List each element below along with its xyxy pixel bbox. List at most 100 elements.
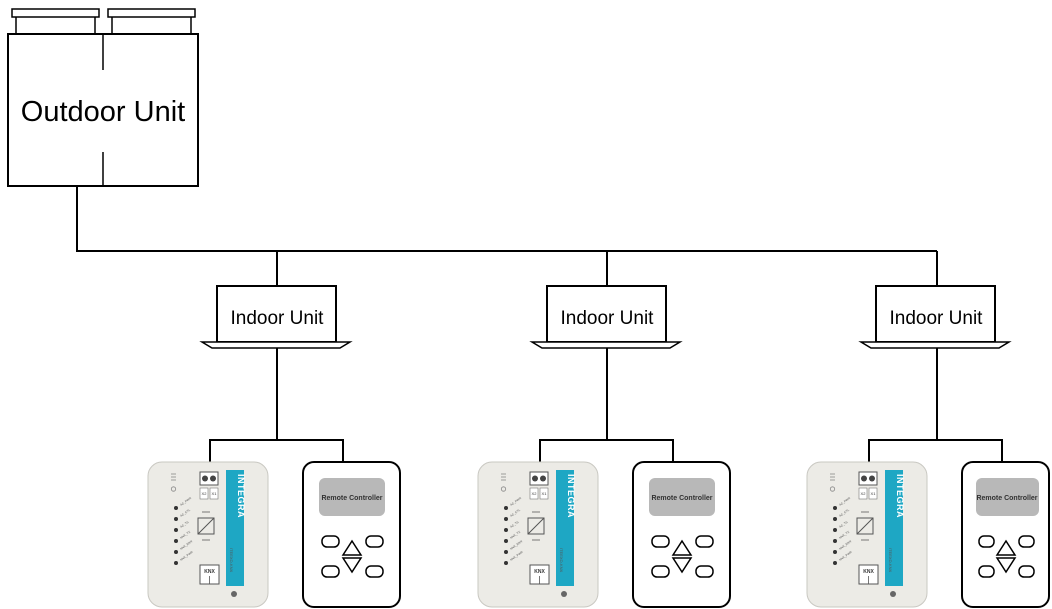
led-label: AC_TS	[179, 520, 189, 529]
indoor-unit: Indoor Unit	[199, 285, 353, 349]
terminal-screw-2	[869, 475, 875, 482]
knx-label: KNX	[204, 569, 215, 575]
outdoor-unit-fan-left	[11, 8, 100, 18]
gateway-model: ITEEXO-KNX	[888, 548, 893, 573]
terminal-label-box-1	[529, 487, 539, 500]
terminal-label-2: X1	[871, 491, 877, 496]
terminal-screw-1	[861, 475, 867, 482]
indoor-unit-label: Indoor Unit	[231, 308, 325, 329]
remote-button-bottom-left	[321, 565, 340, 578]
indoor-group-1: Indoor Unit X2 X1 INTEGRA ITEEXO-KNX	[147, 285, 401, 608]
terminal-label-1: X2	[202, 491, 208, 496]
led	[504, 528, 508, 532]
gateway-terminal	[529, 471, 549, 486]
led	[833, 539, 837, 543]
gateway-brand: INTEGRA	[236, 474, 246, 518]
remote-up-arrow-icon	[341, 539, 363, 556]
led-label: AC_PWR	[509, 496, 522, 507]
knx-label: KNX	[863, 569, 874, 575]
led-label: KNX_TX	[179, 530, 191, 540]
remote-button-top-right	[1018, 535, 1035, 548]
remote-label: Remote Controller	[976, 495, 1037, 502]
device-branch-line	[209, 439, 344, 462]
indoor-unit: Indoor Unit	[529, 285, 683, 349]
remote-button-top-left	[651, 535, 670, 548]
led	[504, 539, 508, 543]
remote-button-top-right	[365, 535, 384, 548]
remote-controller: Remote Controller	[632, 461, 731, 608]
remote-button-bottom-right	[695, 565, 714, 578]
led-label: AC_CTL	[179, 508, 191, 518]
remote-down-arrow-icon	[995, 557, 1017, 574]
led	[504, 517, 508, 521]
refrigerant-bus	[76, 186, 938, 286]
indoor-unit-label: Indoor Unit	[561, 308, 655, 329]
led	[174, 506, 178, 510]
remote-button-bottom-right	[365, 565, 384, 578]
led-label: AC_PWR	[838, 496, 851, 507]
remote-down-arrow-icon	[341, 557, 363, 574]
gateway-accent-stripe	[226, 470, 244, 586]
outdoor-unit-fan-left-neck	[15, 17, 96, 35]
knx-gateway: X2 X1 INTEGRA ITEEXO-KNX AC_PWR AC_CTL A…	[147, 461, 269, 608]
indoor-group-2: Indoor Unit X2 X1 INTEGRA ITEEXO-KNX	[477, 285, 731, 608]
gateway-model: ITEEXO-KNX	[229, 548, 234, 573]
gateway-symbol-diagonal	[197, 517, 215, 535]
outdoor-unit-fan-right-neck	[111, 17, 192, 35]
remote-up-arrow-icon	[995, 539, 1017, 556]
terminal-label-2: X1	[542, 491, 548, 496]
remote-button-top-left	[321, 535, 340, 548]
outdoor-unit-label: Outdoor Unit	[21, 96, 185, 128]
gateway-side-marks	[500, 473, 507, 492]
remote-up-arrow-icon	[671, 539, 693, 556]
led	[833, 517, 837, 521]
remote-label: Remote Controller	[321, 495, 382, 502]
led-label: KNX_ERR	[179, 539, 194, 551]
indoor-wiring	[868, 348, 1003, 462]
gateway-side-marks	[829, 473, 836, 492]
indoor-wiring	[539, 348, 674, 462]
led-label: AC_CTL	[509, 508, 521, 518]
remote-button-bottom-left	[651, 565, 670, 578]
device-branch-line	[539, 439, 674, 462]
gateway-terminal	[199, 471, 219, 486]
terminal-label-box-2	[539, 487, 549, 500]
gateway-terminal	[858, 471, 878, 486]
indoor-unit-base	[199, 341, 353, 349]
gateway-status-led	[231, 591, 237, 597]
led-label: AC_TS	[509, 520, 519, 529]
led	[833, 506, 837, 510]
indoor-unit-label: Indoor Unit	[890, 308, 984, 329]
gateway-status-led	[890, 591, 896, 597]
led-label: AC_PWR	[179, 496, 192, 507]
indoor-unit-body	[546, 285, 667, 343]
terminal-label-box-1	[199, 487, 209, 500]
terminal-label-1: X2	[532, 491, 538, 496]
terminal-label-2: X1	[212, 491, 218, 496]
indoor-unit: Indoor Unit	[858, 285, 1012, 349]
led	[504, 561, 508, 565]
remote-button-top-left	[978, 535, 995, 548]
knx-label: KNX	[534, 569, 545, 575]
gateway-brand: INTEGRA	[895, 474, 905, 518]
led	[504, 550, 508, 554]
led	[174, 539, 178, 543]
terminal-label-1: X2	[861, 491, 867, 496]
remote-down-arrow-icon	[671, 557, 693, 574]
knx-gateway: X2 X1 INTEGRA ITEEXO-KNX AC_PWR AC_CTL A…	[806, 461, 928, 608]
remote-label: Remote Controller	[651, 495, 712, 502]
indoor-unit-body	[875, 285, 996, 343]
terminal-label-box-2	[868, 487, 878, 500]
remote-controller: Remote Controller	[302, 461, 401, 608]
led-label: KNX_ERR	[509, 539, 524, 551]
device-branch-line	[868, 439, 1003, 462]
led	[174, 561, 178, 565]
led	[174, 517, 178, 521]
remote-button-top-right	[695, 535, 714, 548]
led-label: KNX_TX	[509, 530, 521, 540]
gateway-symbol-diagonal	[856, 517, 874, 535]
gateway-accent-stripe	[885, 470, 903, 586]
led	[833, 550, 837, 554]
terminal-screw-1	[532, 475, 538, 482]
led	[174, 528, 178, 532]
